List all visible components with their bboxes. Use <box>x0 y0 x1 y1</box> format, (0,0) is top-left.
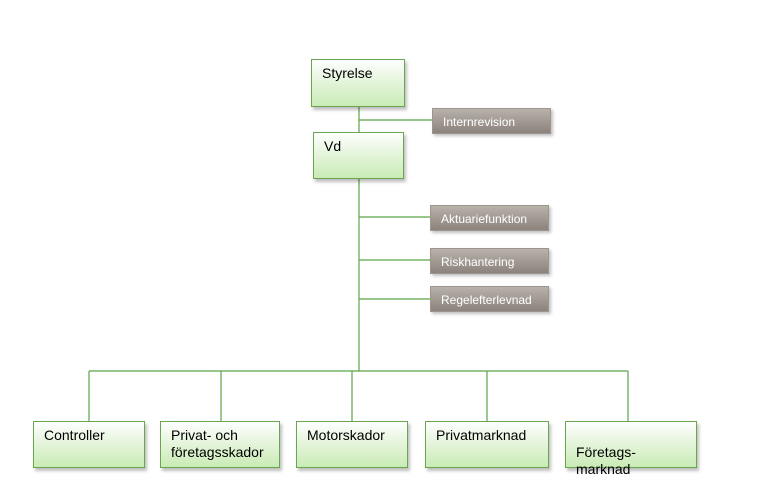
compliance-box: Regelefterlevnad <box>430 286 549 312</box>
private-business-claims-box: Privat- och företagsskador <box>160 421 280 468</box>
controller-box: Controller <box>33 421 145 468</box>
internal-audit-label: Internrevision <box>443 115 516 129</box>
business-market-box: Företags- marknad <box>565 421 697 477</box>
private-business-claims-label: Privat- och företagsskador <box>171 427 264 460</box>
motor-claims-label: Motorskador <box>307 427 385 443</box>
private-market-label: Privatmarknad <box>436 427 527 443</box>
motor-claims-box: Motorskador <box>296 421 408 468</box>
controller-label: Controller <box>44 427 105 443</box>
board-label: Styrelse <box>322 65 373 81</box>
risk-box: Riskhantering <box>430 248 549 274</box>
private-market-box: Privatmarknad <box>425 421 549 468</box>
ceo-label: Vd <box>324 138 342 154</box>
business-market-label: Företags- marknad <box>576 444 636 477</box>
board-box: Styrelse <box>311 59 405 107</box>
ceo-box: Vd <box>313 132 404 179</box>
actuarial-box: Aktuariefunktion <box>430 205 549 231</box>
internal-audit-box: Internrevision <box>432 108 551 134</box>
risk-label: Riskhantering <box>441 255 515 269</box>
actuarial-label: Aktuariefunktion <box>441 212 528 226</box>
compliance-label: Regelefterlevnad <box>441 293 532 307</box>
